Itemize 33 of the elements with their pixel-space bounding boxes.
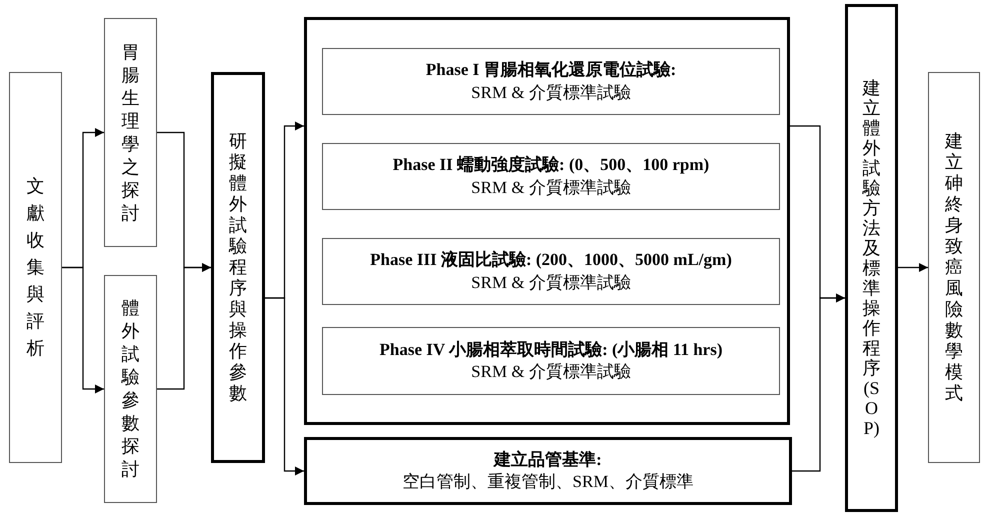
- box-text: 文獻收集與評析: [26, 175, 46, 360]
- process-box: [322, 143, 780, 210]
- process-box: [928, 72, 980, 463]
- process-box: [304, 437, 792, 505]
- container-box: [304, 17, 790, 425]
- box-text: 胃腸生理學之探討: [120, 40, 140, 224]
- process-box: [9, 72, 62, 463]
- box-text: SRM & 介質標準試驗: [471, 82, 631, 104]
- box-text: 體外試驗參數探討: [120, 297, 140, 481]
- box-text: SRM & 介質標準試驗: [471, 272, 631, 294]
- arrow: [157, 263, 211, 390]
- process-box: [322, 327, 780, 395]
- process-box: [104, 18, 157, 247]
- process-box: [322, 238, 780, 305]
- box-heading: Phase III 液固比試驗: (200、1000、5000 mL/gm): [370, 249, 732, 272]
- process-box: [845, 4, 898, 512]
- process-box: [322, 48, 780, 115]
- box-text: 建立體外試驗方法及標準操作程序(SOP): [862, 78, 882, 438]
- arrow: [62, 266, 104, 394]
- box-text: 研擬體外試驗程序與操作參數: [228, 131, 248, 404]
- arrow: [898, 263, 928, 272]
- process-box: [104, 275, 157, 503]
- box-text: 建立砷終身致癌風險數學模式: [944, 131, 964, 404]
- box-text: SRM & 介質標準試驗: [471, 361, 631, 383]
- box-heading: Phase II 蠕動強度試驗: (0、500、100 rpm): [392, 154, 710, 176]
- box-heading: Phase IV 小腸相萃取時間試驗: (小腸相 11 hrs): [380, 338, 722, 361]
- box-heading: Phase I 胃腸相氧化還原電位試驗:: [426, 59, 676, 82]
- box-text: 空白管制、重複管制、SRM、介質標準: [402, 471, 694, 493]
- process-box: [211, 72, 265, 463]
- arrow: [792, 294, 845, 472]
- box-text: SRM & 介質標準試驗: [471, 176, 631, 198]
- arrow: [265, 297, 304, 476]
- box-heading: 建立品管基準:: [494, 448, 602, 471]
